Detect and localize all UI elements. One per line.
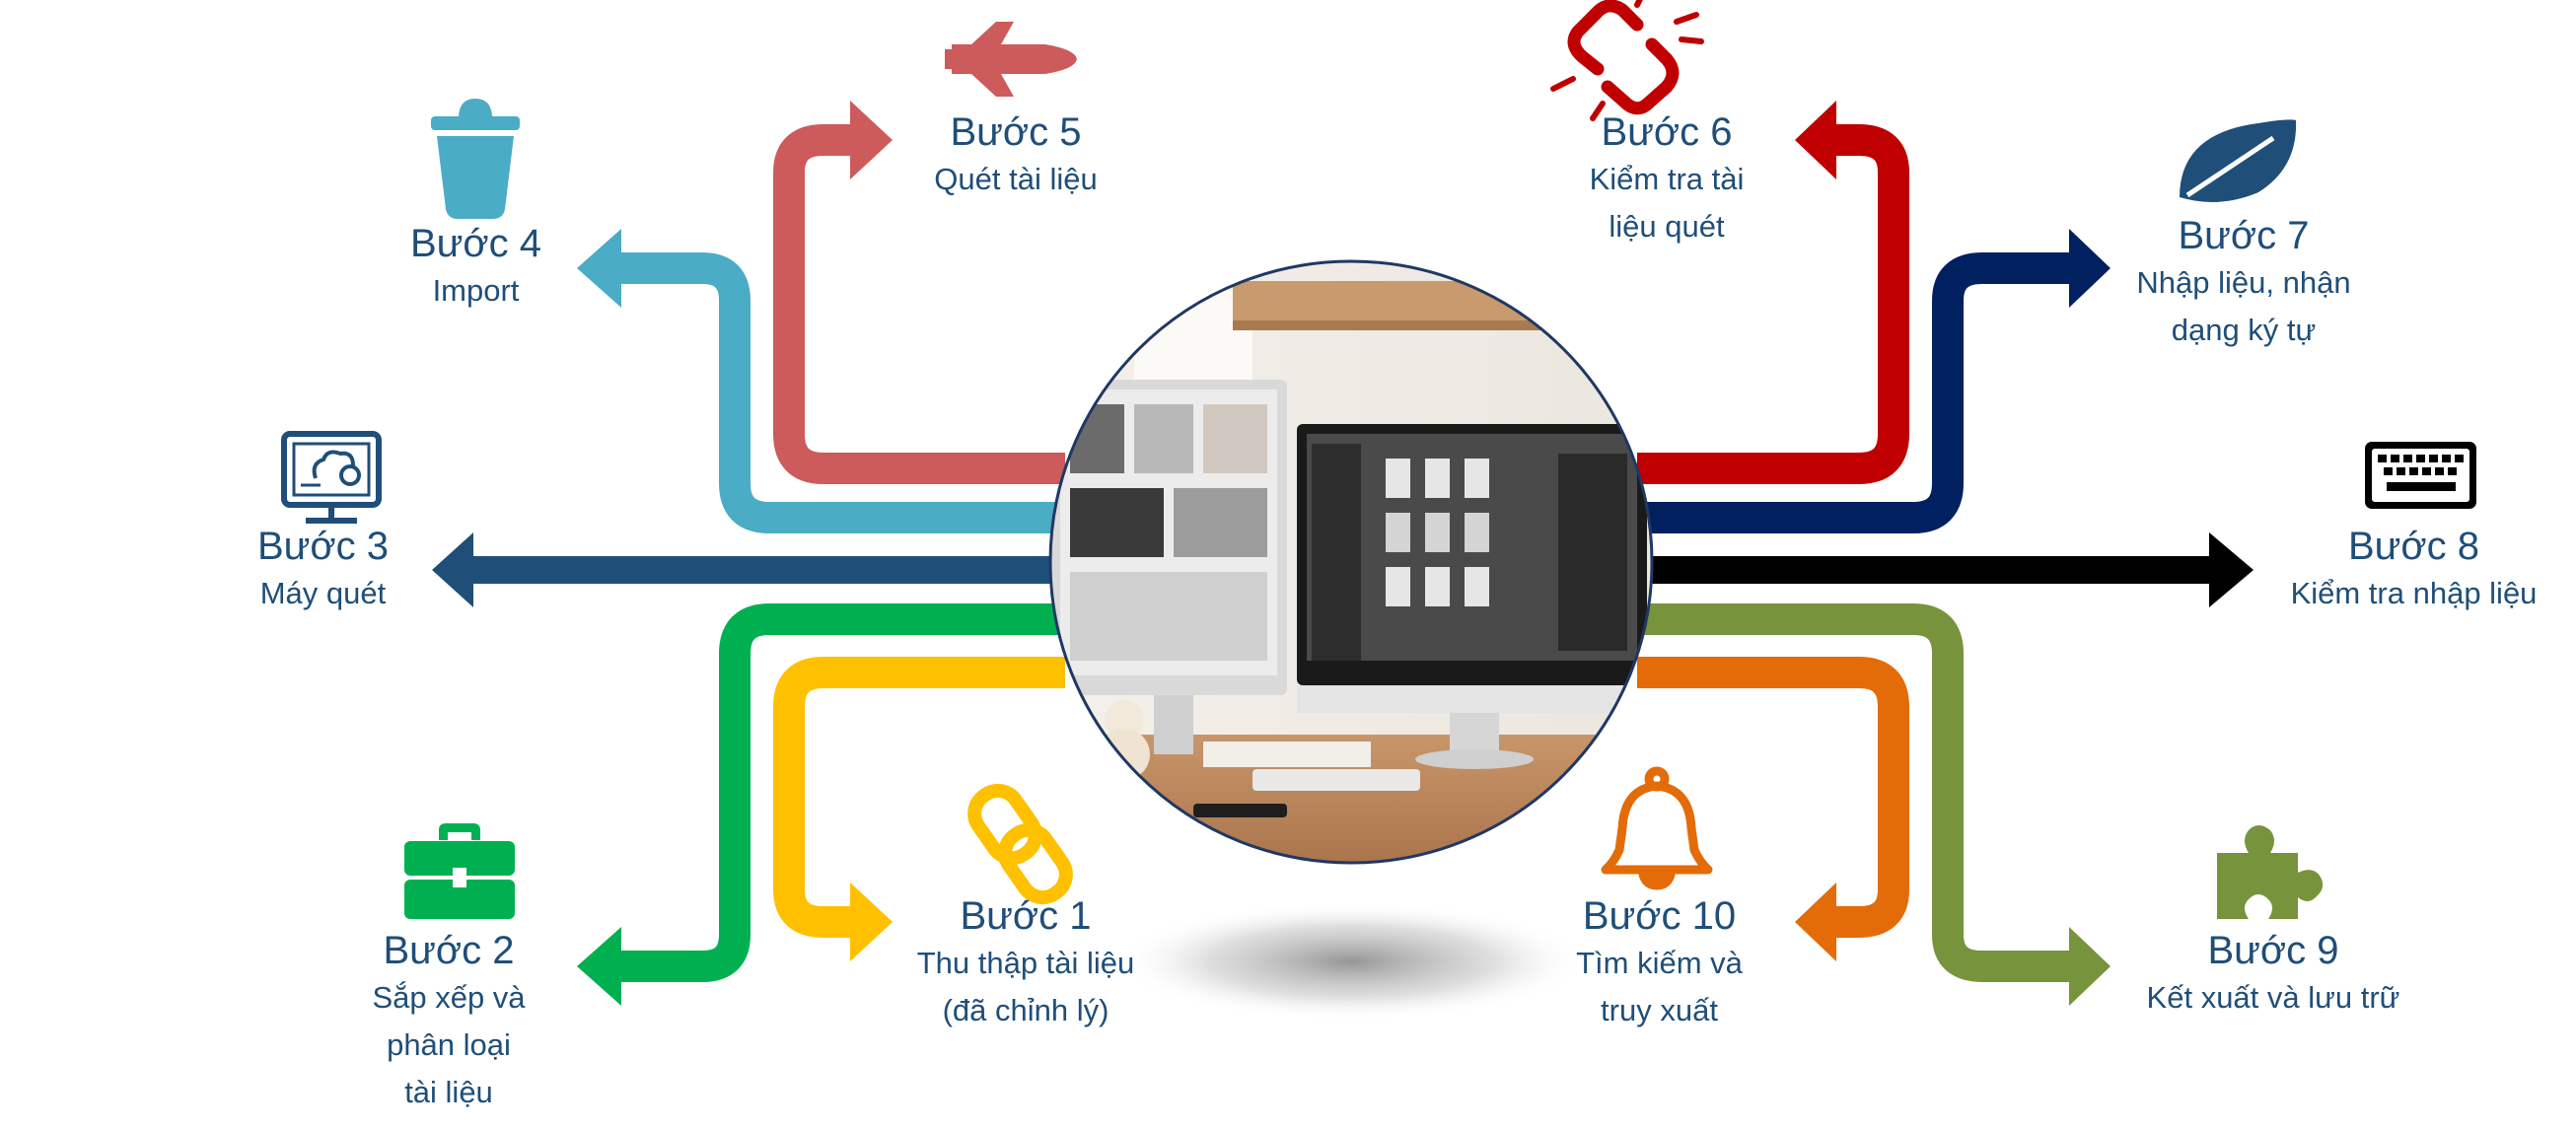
step-2-desc-line-1: Sắp xếp và [372,980,526,1015]
puzzle-piece-icon [2217,825,2324,919]
keyboard-icon [2365,442,2476,509]
arrowhead-step-1 [850,883,893,961]
center-photo [1050,261,1652,863]
briefcase-icon [404,823,515,919]
step-1-title: Bước 1 [960,894,1092,938]
step-6-title: Bước 6 [1601,110,1733,154]
step-10-desc-line-1: Tìm kiếm và [1576,946,1743,980]
step-9-title: Bước 9 [2207,929,2339,972]
link-chain-icon [967,783,1073,905]
step-2-desc-line-2: phân loại [387,1027,511,1062]
space-shuttle-icon [945,22,1077,97]
step-7-title: Bước 7 [2178,214,2310,257]
step-7-desc-line-2: dạng ký tự [2171,313,2317,347]
step-7-label: Bước 7 Nhập liệu, nhận dạng ký tự [2101,212,2387,354]
step-7-desc-line-1: Nhập liệu, nhận [2136,265,2351,300]
step-3-desc-line-1: Máy quét [259,576,387,610]
step-1-desc-line-2: (đã chỉnh lý) [942,993,1109,1027]
arrowhead-step-10 [1795,883,1836,961]
step-2-title: Bước 2 [383,929,515,972]
trash-bin-icon [431,99,520,219]
step-6-desc-line-1: Kiểm tra tài [1589,162,1745,196]
arrow-step-10 [1637,657,1909,938]
step-9-desc-line-1: Kết xuất và lưu trữ [2146,980,2400,1015]
step-1-desc-line-1: Thu thập tài liệu [916,946,1135,980]
arrowhead-step-4 [577,229,621,308]
step-2-label: Bước 2 Sắp xếp và phân loại tài liệu [325,927,572,1116]
bell-icon [1601,766,1713,890]
leaf-icon [2180,119,2297,202]
arrow-step-1 [773,657,1065,938]
step-4-label: Bước 4 Import [355,220,597,315]
step-10-title: Bước 10 [1582,894,1737,938]
step-1-label: Bước 1 Thu thập tài liệu (đã chỉnh lý) [883,892,1169,1034]
step-8-desc-line-1: Kiểm tra nhập liệu [2290,576,2538,610]
broken-link-icon [1550,0,1704,121]
step-5-label: Bước 5 Quét tài liệu [873,108,1159,203]
step-4-title: Bước 4 [409,222,542,265]
arrow-step-5 [773,124,1065,484]
step-6-label: Bước 6 Kiểm tra tài liệu quét [1524,108,1810,250]
step-10-label: Bước 10 Tìm kiếm và truy xuất [1524,892,1795,1034]
step-3-label: Bước 3 Máy quét [202,523,444,617]
center-photo-border [1048,259,1654,865]
arrowhead-step-3 [432,532,473,607]
arrow-step-9 [1637,603,2071,982]
step-4-desc-line-1: Import [432,273,520,308]
arrowhead-step-7 [2069,229,2111,308]
arrowhead-step-5 [850,101,893,179]
arrowhead-step-8 [2209,532,2254,607]
step-2-desc-line-3: tài liệu [404,1075,493,1109]
arrow-step-7 [1637,252,2071,533]
arrowhead-step-9 [2069,927,2111,1006]
step-5-desc-line-1: Quét tài liệu [934,162,1098,196]
arrow-step-6 [1637,124,1909,484]
step-5-title: Bước 5 [950,110,1082,154]
step-6-desc-line-2: liệu quét [1609,209,1725,244]
arrowhead-step-2 [577,927,621,1006]
step-8-label: Bước 8 Kiểm tra nhập liệu [2263,523,2564,617]
arrowhead-step-6 [1795,101,1836,179]
step-8-title: Bước 8 [2347,525,2480,568]
center-shadow [1114,902,1588,1021]
arrow-step-4 [611,252,1065,533]
step-9-label: Bước 9 Kết xuất và lưu trữ [2125,927,2421,1022]
scanner-monitor-icon [281,431,382,524]
step-10-desc-line-2: truy xuất [1601,993,1718,1027]
arrow-step-2 [611,603,1065,982]
step-3-title: Bước 3 [256,525,390,568]
